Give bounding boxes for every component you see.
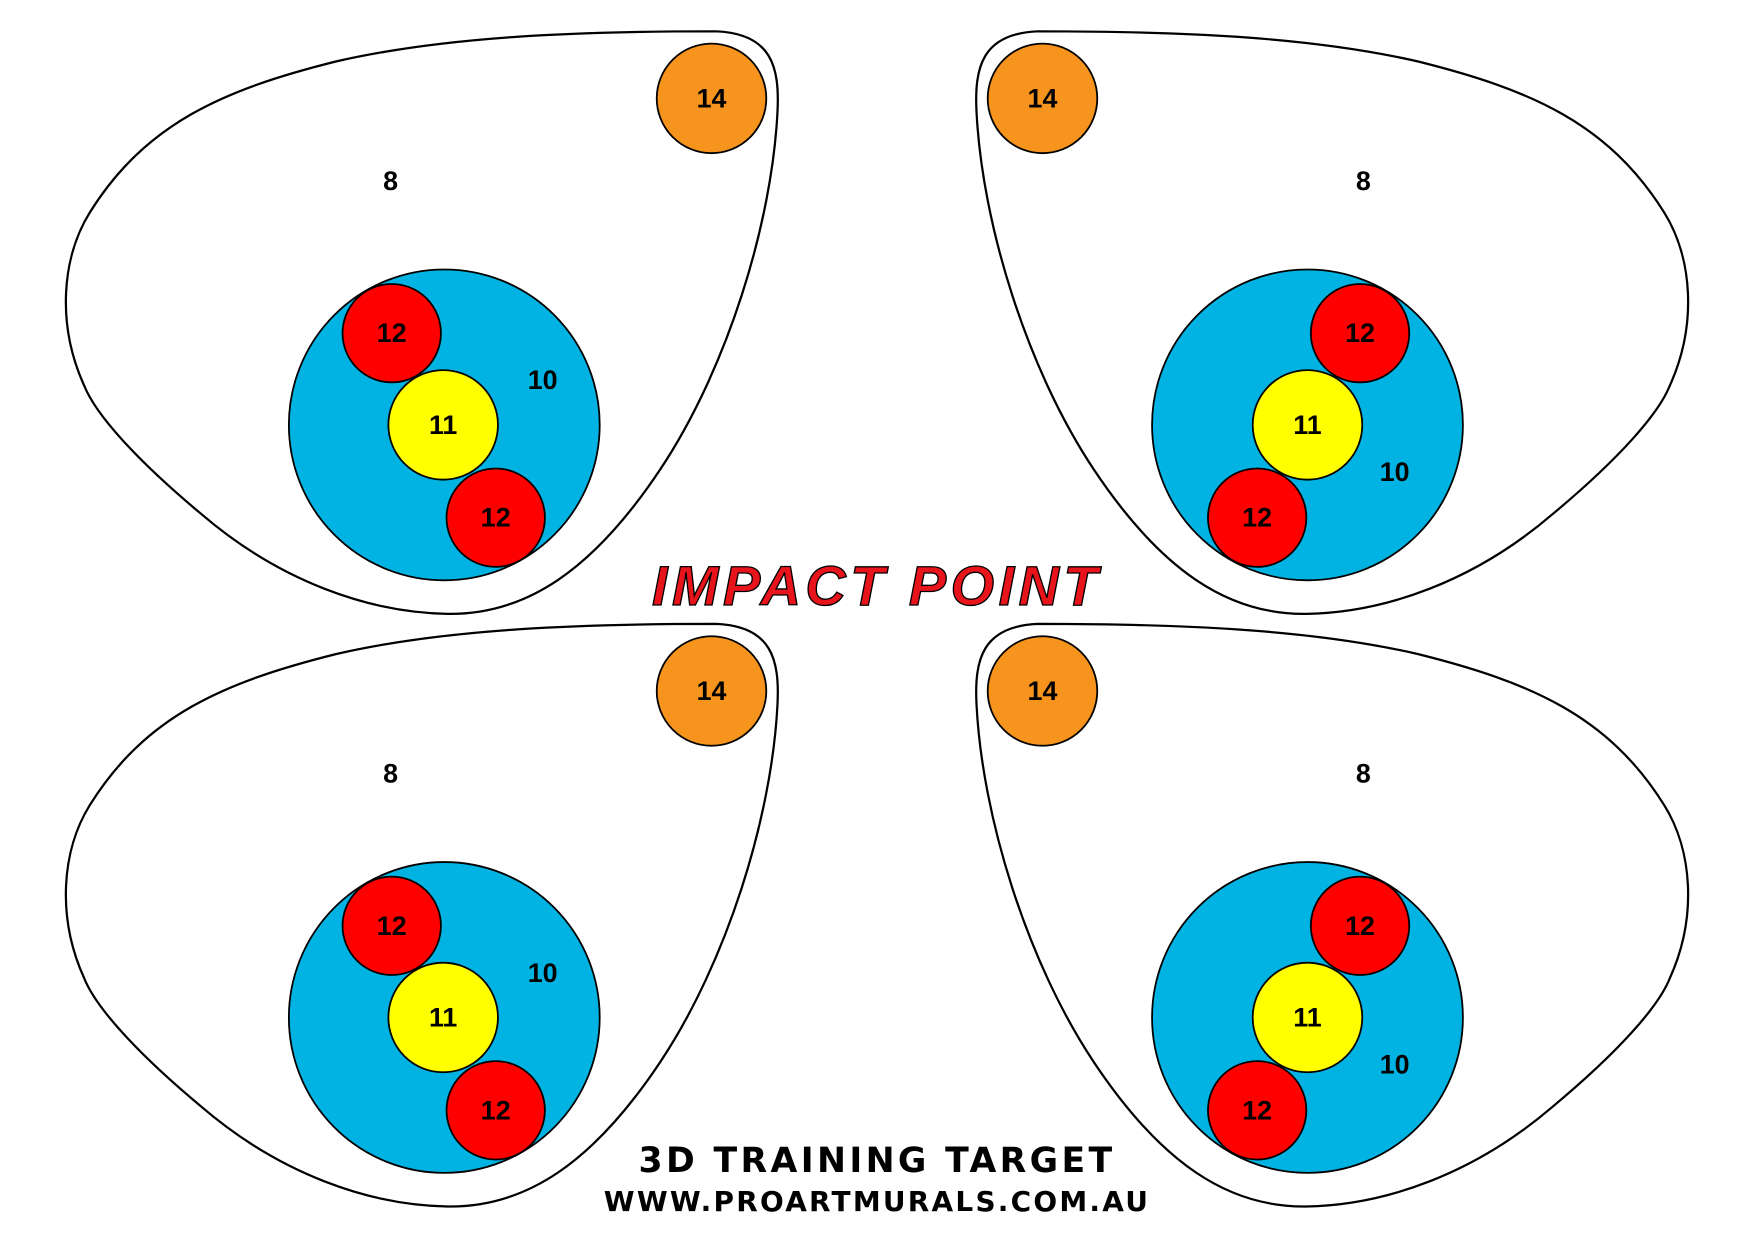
red-label: 12 bbox=[1345, 911, 1375, 941]
center-label: 11 bbox=[429, 410, 457, 440]
red-label: 12 bbox=[377, 318, 407, 348]
red-12-zone bbox=[341, 875, 442, 976]
outer-label: 8 bbox=[383, 759, 398, 789]
red-12-zone bbox=[445, 1060, 546, 1161]
red-label: 12 bbox=[481, 503, 511, 533]
target-top-right: 14 8 10 12 12 11 bbox=[975, 30, 1690, 615]
spot-14-zone bbox=[986, 42, 1099, 155]
outer-label: 8 bbox=[1356, 166, 1371, 196]
center-label: 11 bbox=[429, 1002, 457, 1032]
target-top-left: 14 8 10 12 12 11 bbox=[64, 30, 779, 615]
center-label: 11 bbox=[1293, 410, 1321, 440]
red-12-zone bbox=[1207, 1060, 1308, 1161]
red-12-zone bbox=[1207, 467, 1308, 568]
outer-label: 8 bbox=[1356, 759, 1371, 789]
spot-14-zone bbox=[655, 635, 768, 747]
red-label: 12 bbox=[481, 1095, 511, 1125]
red-label: 12 bbox=[1345, 318, 1375, 348]
spot-14-zone bbox=[986, 635, 1099, 747]
target-bottom-left: 14 8 10 12 12 11 bbox=[64, 622, 779, 1208]
yellow-11-zone bbox=[387, 369, 499, 481]
spot-label: 14 bbox=[1028, 676, 1058, 706]
red-12-zone bbox=[1309, 283, 1411, 384]
yellow-11-zone bbox=[387, 961, 499, 1074]
footer-title: 3D TRAINING TARGET bbox=[639, 1141, 1116, 1181]
red-12-zone bbox=[341, 283, 442, 384]
spot-label: 14 bbox=[697, 676, 727, 706]
impact-point-logo: IMPACT POINT bbox=[652, 554, 1102, 617]
target-bottom-right: 14 8 10 12 12 11 bbox=[975, 622, 1690, 1208]
blue-label: 10 bbox=[528, 958, 558, 988]
outer-label: 8 bbox=[383, 166, 398, 196]
blue-label: 10 bbox=[1380, 457, 1410, 487]
blue-label: 10 bbox=[528, 365, 558, 395]
red-12-zone bbox=[445, 467, 546, 568]
spot-label: 14 bbox=[697, 83, 727, 113]
spot-label: 14 bbox=[1028, 83, 1058, 113]
red-12-zone bbox=[1309, 875, 1411, 976]
red-label: 12 bbox=[1242, 1095, 1272, 1125]
yellow-11-zone bbox=[1251, 369, 1364, 481]
red-label: 12 bbox=[377, 911, 407, 941]
footer-url: WWW.PROARTMURALS.COM.AU bbox=[604, 1185, 1150, 1218]
blue-label: 10 bbox=[1380, 1049, 1410, 1079]
red-label: 12 bbox=[1242, 503, 1272, 533]
center-label: 11 bbox=[1293, 1002, 1321, 1032]
spot-14-zone bbox=[655, 42, 768, 155]
targets: 14 8 10 12 12 11 14 8 10 12 12 11 14 8 10 12 12 11 14 8 10 12… bbox=[64, 30, 1690, 1208]
yellow-11-zone bbox=[1251, 961, 1364, 1074]
